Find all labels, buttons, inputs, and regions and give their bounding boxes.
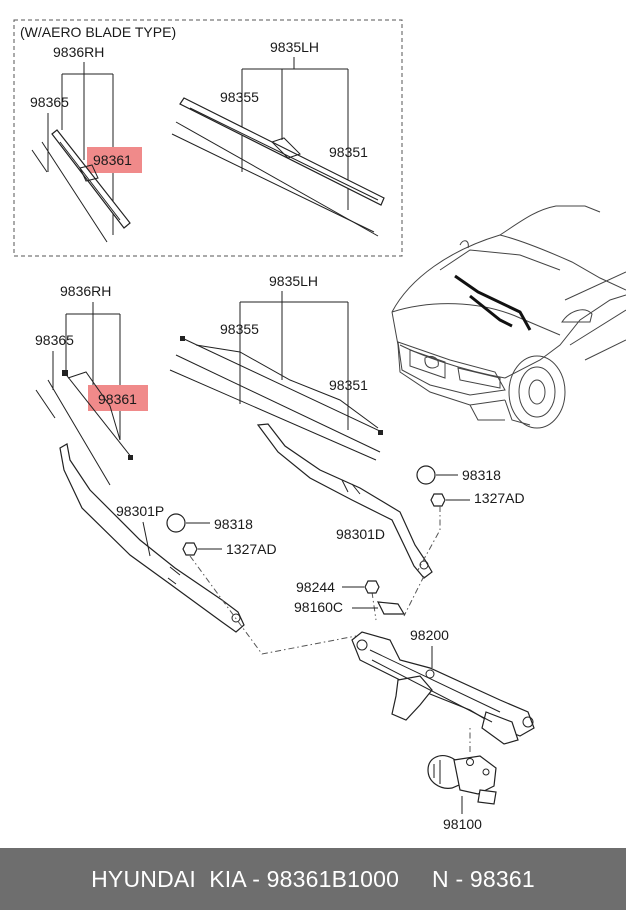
nut-1327ad-left: [182, 542, 198, 556]
label-98200: 98200: [410, 627, 449, 643]
part-number-text: HYUNDAI KIA - 98361B1000 N - 98361: [91, 865, 535, 892]
label-98361: 98361: [98, 391, 137, 407]
label-98351-aero: 98351: [329, 144, 368, 160]
label-98100: 98100: [443, 816, 482, 832]
label-9835lh-aero: 9835LH: [270, 39, 319, 55]
label-98318-top: 98318: [462, 467, 501, 483]
footer-bar: HYUNDAI KIA - 98361B1000 N - 98361: [0, 848, 626, 910]
label-98318-left: 98318: [214, 516, 253, 532]
blade-lh: [169, 336, 383, 461]
aero-blade-lh: [171, 97, 385, 237]
aero-blade-rh: [31, 129, 131, 243]
label-98355-aero: 98355: [220, 89, 259, 105]
arm-98301d: [256, 423, 433, 579]
aero-blade-box: [13, 19, 403, 257]
label-98351: 98351: [329, 377, 368, 393]
aero-blade-title: (W/AERO BLADE TYPE): [20, 24, 176, 40]
label-98301d: 98301D: [336, 526, 385, 542]
label-98365-aero: 98365: [30, 94, 69, 110]
motor-98100: [427, 755, 497, 805]
highlight-98361-aero: [87, 147, 142, 173]
nut-98244: [364, 580, 380, 594]
arm-98301p: [59, 443, 245, 633]
label-9836rh-aero: 9836RH: [53, 44, 104, 60]
cap-98318-top: [416, 465, 436, 485]
label-98355: 98355: [220, 321, 259, 337]
label-98301p: 98301P: [116, 503, 164, 519]
parts-diagram: (W/AERO BLADE TYPE) 9836RH 98365 98361 9…: [13, 19, 626, 832]
blade-rh: [35, 370, 133, 486]
bracket-98160c: [376, 601, 406, 615]
cap-98318-left: [166, 513, 186, 533]
label-98361-aero: 98361: [93, 152, 132, 168]
linkage-98200: [351, 631, 535, 745]
label-1327ad-left: 1327AD: [226, 541, 277, 557]
label-98365: 98365: [35, 332, 74, 348]
label-98160c: 98160C: [294, 599, 343, 615]
label-9835lh: 9835LH: [269, 273, 318, 289]
label-1327ad-top: 1327AD: [474, 490, 525, 506]
label-9836rh: 9836RH: [60, 283, 111, 299]
label-98244: 98244: [296, 579, 335, 595]
vehicle-wiper-highlight: [454, 274, 532, 331]
vehicle-illustration: [391, 205, 626, 429]
nut-1327ad-top: [430, 493, 446, 507]
